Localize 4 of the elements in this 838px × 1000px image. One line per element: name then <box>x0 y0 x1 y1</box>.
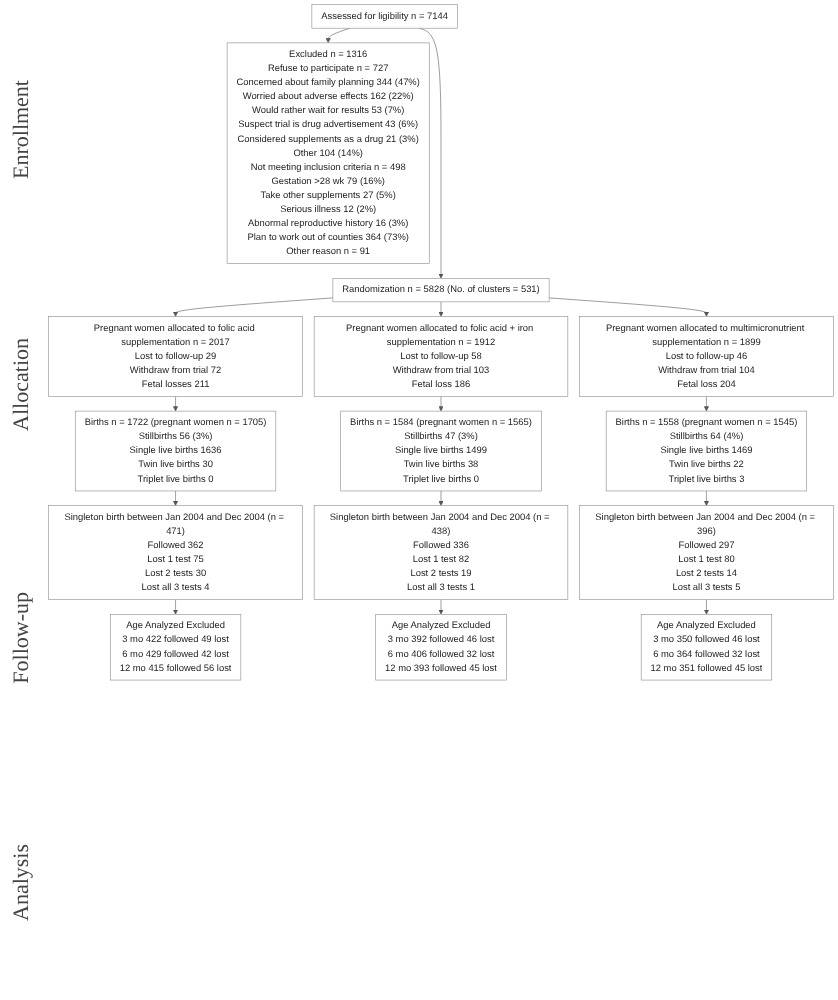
stage-label: Allocation <box>10 338 34 432</box>
stage-label: Follow-up <box>10 591 34 684</box>
stage-label: Enrollment <box>10 79 34 179</box>
stage-label: Analysis <box>10 843 34 920</box>
